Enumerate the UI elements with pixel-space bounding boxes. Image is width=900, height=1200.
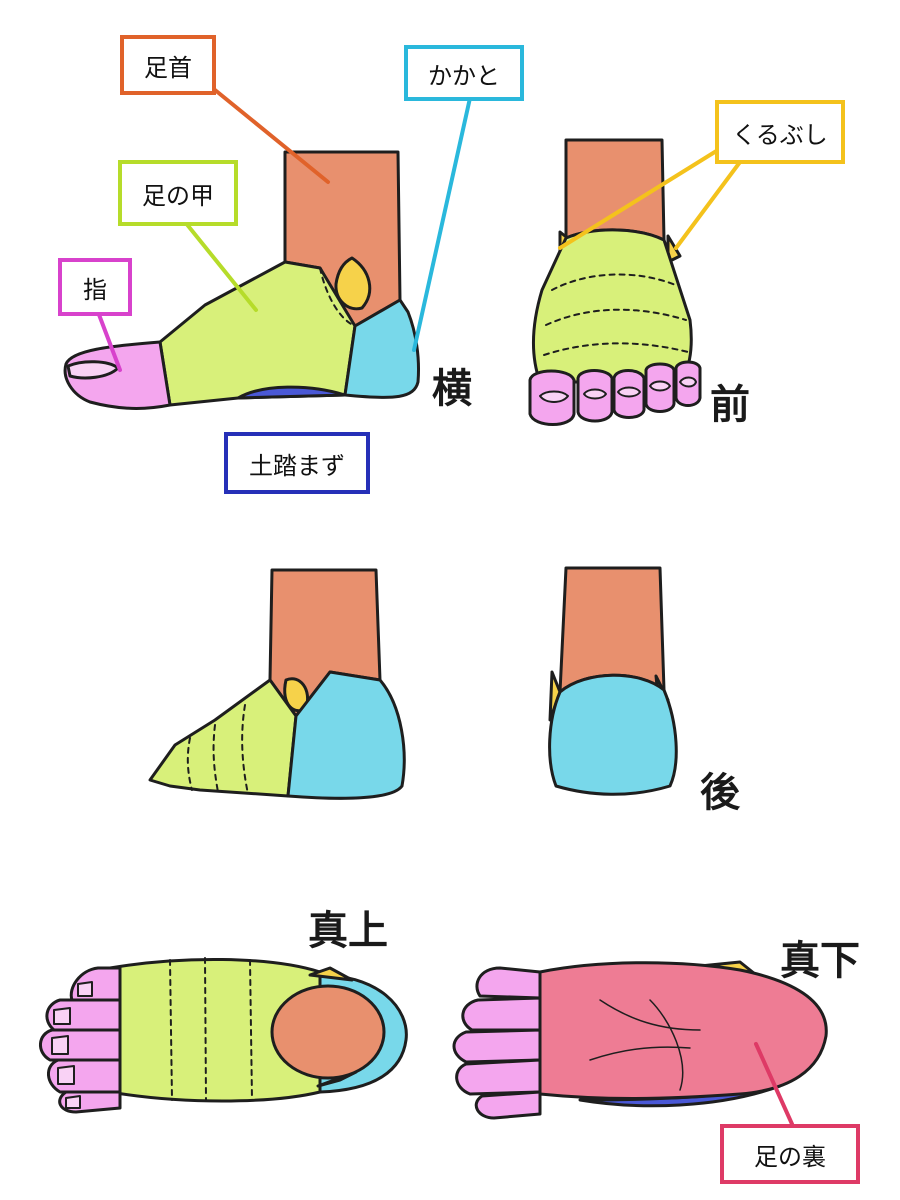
front-view-label: 前 <box>710 382 750 428</box>
arch-label: 土踏まず <box>224 432 370 494</box>
side-arch-region <box>236 385 347 400</box>
side-heel-region <box>343 298 420 399</box>
back-ankle-region <box>558 566 666 694</box>
top-view-label: 真上 <box>308 908 388 954</box>
toes-callout-line <box>96 310 122 372</box>
instep-callout-line <box>183 220 258 312</box>
foot-back-view <box>548 566 678 796</box>
back-side-instep-region <box>148 678 298 798</box>
back-heel-region <box>548 673 678 796</box>
foot-back-side-view <box>148 568 406 800</box>
instep-label: 足の甲 <box>118 160 238 226</box>
foot-front-view <box>528 138 702 426</box>
sole-label: 足の裏 <box>720 1124 860 1184</box>
side-instep-region <box>158 260 357 407</box>
ankle-bone-callout-line-1 <box>558 148 720 250</box>
toes-label: 指 <box>58 258 132 316</box>
ankle-callout-line <box>213 88 330 184</box>
front-instep-region <box>532 228 693 384</box>
sole-callout-line <box>754 1042 794 1126</box>
ankle-label: 足首 <box>120 35 216 95</box>
front-ankle-region <box>564 138 666 242</box>
side-ankle-bone <box>334 256 372 311</box>
foot-side-view <box>63 150 420 410</box>
bottom-toes <box>452 966 542 1120</box>
ankle-bone-label: くるぶし <box>715 100 845 164</box>
bottom-view-label: 真下 <box>780 938 860 984</box>
ankle-bone-callout-line-2 <box>674 160 742 250</box>
foot-top-view <box>39 957 408 1114</box>
back-side-heel-region <box>286 670 406 800</box>
back-view-label: 後 <box>700 770 740 816</box>
heel-callout-line <box>412 96 472 352</box>
side-toes-region <box>63 340 172 410</box>
side-view-label: 横 <box>432 366 472 412</box>
foot-bottom-view <box>452 960 828 1120</box>
top-instep-region <box>108 957 322 1103</box>
top-ankle-bone-top <box>308 966 354 982</box>
heel-label: かかと <box>404 45 524 101</box>
top-ankle-region <box>270 984 386 1080</box>
